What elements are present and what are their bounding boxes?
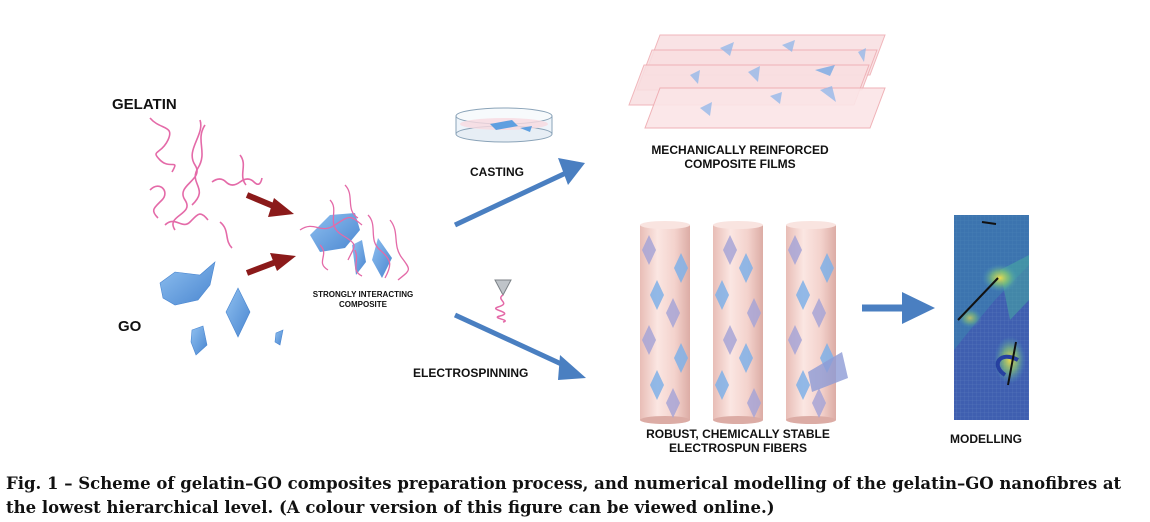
films-label-line: COMPOSITE FILMS [684, 157, 796, 171]
gelatin-strand [344, 184, 359, 219]
go-flake [739, 343, 753, 373]
casting-arrow [453, 169, 570, 228]
fiber-go-flakes [642, 235, 848, 418]
figure-caption: Fig. 1 – Scheme of gelatin–GO composites… [6, 474, 1122, 517]
films-label: MECHANICALLY REINFORCED COMPOSITE FILMS [640, 143, 840, 171]
petri-dish [455, 107, 553, 143]
go-flake [190, 325, 208, 356]
go-label: GO [118, 318, 142, 335]
go-flake [225, 287, 251, 338]
red-arrow [245, 259, 278, 276]
go-flake [666, 388, 680, 418]
go-flake [642, 235, 656, 265]
go-flake [723, 235, 737, 265]
film-sheet [644, 87, 886, 129]
go-flake [274, 329, 284, 346]
gelatin-strand [164, 213, 209, 226]
red-arrow-head [270, 253, 296, 271]
gelatin-label: GELATIN [112, 96, 177, 113]
electrospinning-needle [494, 279, 512, 323]
go-flake [788, 235, 802, 265]
go-flakes [159, 261, 284, 356]
go-flake [747, 388, 761, 418]
go-flake [820, 86, 836, 102]
scheme-diagram [149, 34, 1029, 424]
gelatin-strands [149, 117, 263, 249]
go-flake [739, 253, 753, 283]
go-flake [820, 253, 834, 283]
composite-label: STRONGLY INTERACTING COMPOSITE [293, 290, 433, 310]
go-flake [720, 42, 734, 56]
go-flake [747, 298, 761, 328]
go-flake [690, 70, 700, 84]
modelling-arrow-head [902, 292, 935, 324]
gelatin-strand [191, 124, 206, 206]
gelatin-strand [211, 177, 263, 186]
go-flake [815, 65, 835, 76]
composite-label-line: COMPOSITE [338, 300, 387, 309]
go-flake [666, 298, 680, 328]
gelatin-strand [239, 154, 247, 186]
gelatin-strand [354, 249, 363, 277]
go-flake [770, 92, 782, 104]
electrospun-fibers [640, 221, 848, 424]
go-flake [858, 48, 866, 62]
go-flake [748, 66, 760, 82]
go-flake [788, 325, 802, 355]
composite-films [628, 34, 886, 129]
go-flake [723, 325, 737, 355]
gelatin-strand [319, 244, 329, 271]
gelatin-strand [172, 119, 202, 231]
gelatin-strand [149, 185, 166, 219]
fibers-label-line: ELECTROSPUN FIBERS [668, 441, 807, 455]
fibers-label-line: ROBUST, CHEMICALLY STABLE [646, 427, 830, 441]
composite-cluster [299, 184, 409, 281]
electrospinning-arrow-head [558, 355, 586, 380]
go-flake [674, 253, 688, 283]
go-flake [674, 343, 688, 373]
modelling-simulation [954, 215, 1029, 420]
go-flake [782, 40, 795, 52]
go-flake [650, 280, 664, 310]
go-flake [310, 213, 360, 252]
go-flake [808, 352, 848, 392]
go-flake [715, 280, 729, 310]
gelatin-strand [149, 117, 176, 173]
fibers-label: ROBUST, CHEMICALLY STABLE ELECTROSPUN FI… [628, 427, 848, 455]
go-flake [650, 370, 664, 400]
process-arrows [453, 158, 935, 380]
go-flake [812, 298, 826, 328]
gelatin-strand [329, 199, 355, 261]
go-flake [642, 325, 656, 355]
modelling-label: MODELLING [950, 432, 1022, 446]
gelatin-strand [299, 216, 363, 231]
casting-arrow-head [558, 158, 585, 185]
films-label-line: MECHANICALLY REINFORCED [651, 143, 829, 157]
go-flake [715, 370, 729, 400]
electrospinning-label: ELECTROSPINNING [413, 366, 529, 380]
go-flake [796, 280, 810, 310]
go-flake [372, 238, 392, 278]
merge-arrows [245, 192, 296, 276]
gelatin-strand [219, 221, 233, 249]
go-flake [796, 370, 810, 400]
casting-label: CASTING [470, 165, 524, 179]
go-flake [812, 388, 826, 418]
electrospinning-arrow [453, 312, 572, 371]
go-flake [700, 102, 712, 116]
composite-label-line: STRONGLY INTERACTING [312, 290, 414, 299]
red-arrow-head [268, 198, 294, 217]
gelatin-strand [367, 214, 391, 279]
gelatin-strand [389, 219, 409, 281]
go-flake [159, 261, 216, 306]
